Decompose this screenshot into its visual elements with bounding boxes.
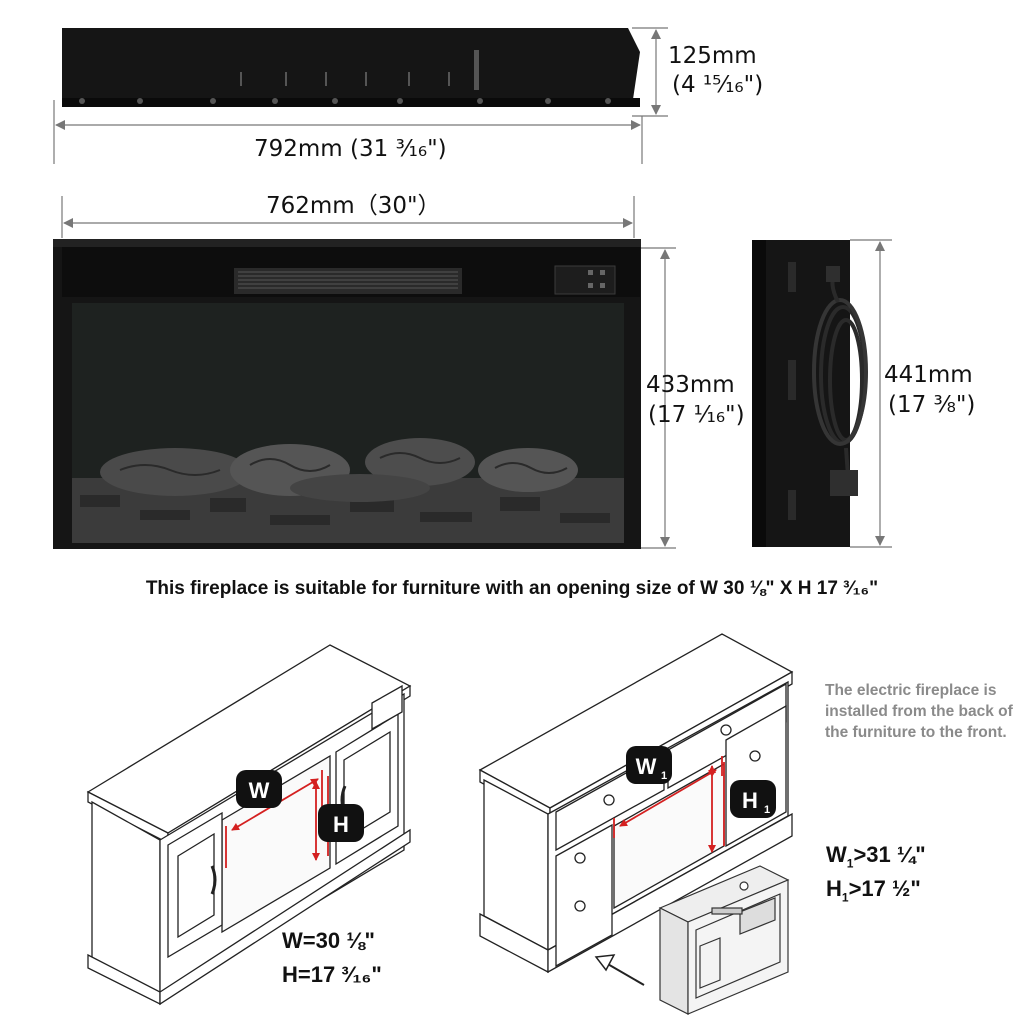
svg-text:H: H — [333, 812, 349, 837]
svg-text:W: W — [636, 754, 657, 779]
depth-inch-label: (4 ¹⁵⁄₁₆") — [672, 72, 763, 98]
front-width-label: 762mm（30"） — [266, 193, 441, 219]
plug-icon — [830, 470, 858, 496]
svg-text:1: 1 — [661, 770, 667, 782]
log-set — [72, 438, 624, 543]
right-h1-badge: H 1 — [730, 780, 776, 818]
svg-text:1: 1 — [764, 804, 770, 816]
overall-width-label: 792mm (31 ³⁄₁₆") — [254, 136, 447, 162]
right-height-requirement: H1>17 ½" — [826, 876, 921, 905]
side-view-dimensions — [850, 239, 892, 548]
insert-direction-arrow-icon — [594, 954, 645, 986]
depth-mm-label: 125mm — [668, 43, 757, 69]
top-view-dimensions — [53, 27, 668, 164]
installation-note: The electric fireplace is installed from… — [825, 682, 1013, 741]
power-cord — [812, 270, 868, 477]
side-view-fireplace — [752, 240, 868, 547]
top-view-fireplace — [62, 28, 640, 107]
left-w-badge: W — [236, 770, 282, 808]
svg-text:W: W — [249, 778, 270, 803]
left-furniture-drawing — [86, 644, 412, 1006]
left-h-badge: H — [318, 804, 364, 842]
front-view-fireplace — [53, 239, 641, 549]
side-height-inch-label: (17 ³⁄₈") — [888, 392, 975, 418]
suitability-note: This fireplace is suitable for furniture… — [145, 578, 879, 599]
svg-text:H: H — [742, 788, 758, 813]
right-opening-dimensions — [613, 756, 725, 853]
left-height-value: H=17 ³⁄₁₆" — [282, 962, 382, 987]
side-height-mm-label: 441mm — [884, 362, 973, 388]
front-height-mm-label: 433mm — [646, 372, 735, 398]
right-width-requirement: W1>31 ¼" — [826, 842, 926, 871]
front-height-inch-label: (17 ¹⁄₁₆") — [648, 402, 745, 428]
right-w1-badge: W 1 — [626, 746, 672, 784]
control-panel — [554, 265, 616, 295]
left-width-value: W=30 ⅛" — [282, 928, 375, 953]
fireplace-unit-drawing — [658, 865, 790, 1015]
front-view-dimensions — [61, 196, 676, 549]
